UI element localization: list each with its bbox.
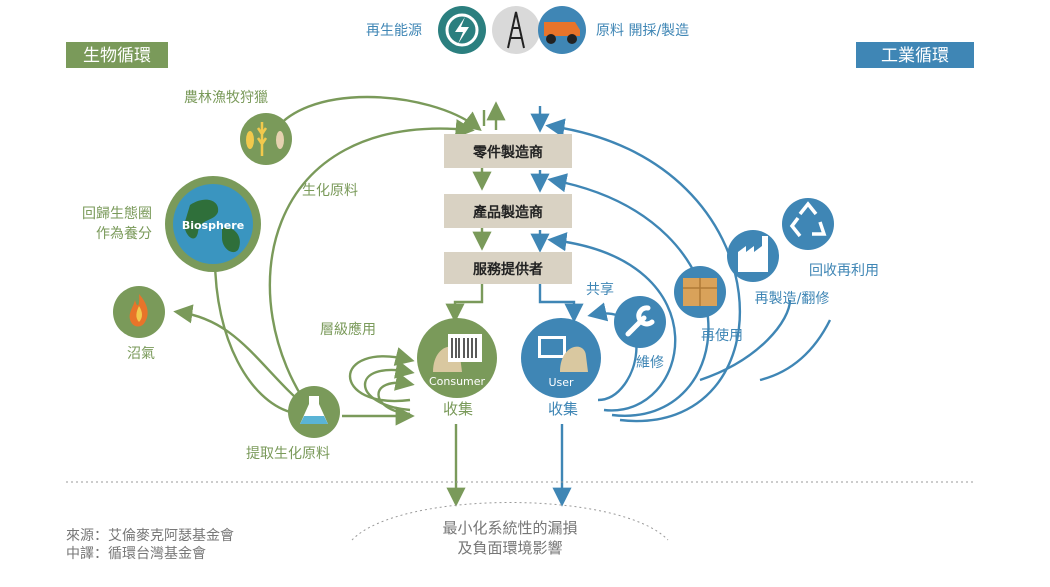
translation-credit: 中譯：循環台灣基金會: [66, 545, 206, 562]
svg-text:User: User: [548, 376, 574, 389]
biochemical-label: 生化原料: [302, 183, 358, 199]
share-label: 共享: [586, 281, 614, 298]
biosphere-icon: Biosphere: [165, 176, 261, 272]
bio-cycle-title: 生物循環: [83, 46, 151, 66]
tech-cycle-header: 工業循環: [856, 42, 974, 68]
biogas-label: 沼氣: [127, 346, 155, 362]
svg-text:產品製造商: 產品製造商: [472, 204, 543, 221]
minimize-label-2: 及負面環境影響: [457, 539, 562, 557]
agriculture-label: 農林漁牧狩獵: [184, 90, 268, 106]
svg-text:服務提供者: 服務提供者: [473, 261, 543, 278]
tech-collect-label: 收集: [548, 400, 578, 418]
cascade-label: 層級應用: [320, 321, 376, 338]
boxes-icon: [674, 266, 726, 318]
leakage-arc: [351, 502, 669, 541]
minimize-label-1: 最小化系統性的漏損: [442, 519, 577, 537]
recycle-label: 回收再利用: [809, 263, 879, 279]
recycle-icon: [782, 198, 834, 250]
remanufacture-label: 再製造/翻修: [755, 291, 830, 307]
tech-cycle-title: 工業循環: [881, 46, 949, 66]
agriculture-icon: [240, 113, 292, 165]
tech-flows: [530, 106, 832, 507]
extraction-label: 提取生化原料: [246, 446, 330, 462]
raw-materials-label: 原料 開採/製造: [596, 23, 689, 39]
service-provider-box: 服務提供者: [444, 252, 572, 284]
svg-text:零件製造商: 零件製造商: [472, 144, 543, 161]
return-ecosystem-label-1: 回歸生態圈: [82, 205, 152, 222]
renewable-energy-label: 再生能源: [366, 23, 422, 39]
bio-collect-label: 收集: [443, 400, 473, 418]
factory-icon: [727, 230, 779, 282]
energy-icon: [438, 6, 486, 54]
return-ecosystem-label-2: 作為養分: [96, 225, 152, 242]
reuse-label: 再使用: [701, 327, 743, 344]
bio-flows: [173, 95, 506, 507]
bio-cycle-header: 生物循環: [66, 42, 168, 68]
source-credit: 來源：艾倫麥克阿瑟基金會: [66, 527, 234, 544]
parts-manufacturer-box: 零件製造商: [444, 134, 572, 168]
mining-truck-icon: [538, 6, 586, 54]
consumer-icon: Consumer: [417, 318, 497, 398]
wrench-icon: [614, 296, 666, 348]
extraction-flask-icon: [288, 386, 340, 438]
oil-derrick-icon: [492, 6, 540, 54]
product-manufacturer-box: 產品製造商: [444, 194, 572, 228]
svg-text:Consumer: Consumer: [429, 375, 486, 388]
maintain-label: 維修: [636, 355, 664, 371]
biogas-flame-icon: [113, 286, 165, 338]
user-icon: User: [521, 318, 601, 398]
svg-text:Biosphere: Biosphere: [182, 219, 244, 232]
